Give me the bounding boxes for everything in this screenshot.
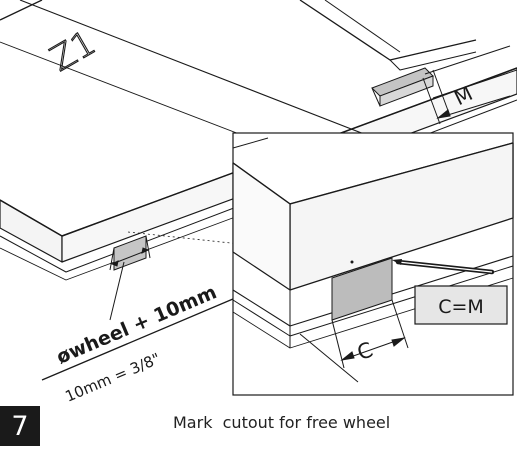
step-caption: Mark cutout for free wheel (173, 413, 391, 432)
board-bottom-lip-2 (0, 215, 239, 281)
board-panel-inner (19, 0, 401, 149)
board-frame-right (299, 0, 477, 61)
zoom-leader (127, 231, 241, 245)
board-panel-edge (0, 0, 43, 21)
step-number: 7 (11, 410, 29, 442)
zoom-detail: C C=M (232, 132, 514, 396)
board-frame-right-2 (324, 0, 401, 53)
dimension-c (299, 299, 409, 383)
wheel-rule-underline (41, 295, 241, 381)
board-frame-right-3 (389, 51, 477, 71)
wheel-pointer (109, 261, 125, 321)
formula-box (414, 285, 508, 325)
board-top-outline (0, 67, 517, 237)
label-zone: Z1 (44, 23, 103, 80)
small-cutout (109, 235, 151, 271)
dimension-m (422, 45, 517, 125)
formula-text: C=M (438, 296, 484, 318)
step-number-badge: 7 (0, 406, 40, 446)
back-cutout (371, 67, 434, 107)
pencil-icon (392, 259, 495, 275)
wheel-rule: øwheel + 10mm (53, 281, 220, 368)
